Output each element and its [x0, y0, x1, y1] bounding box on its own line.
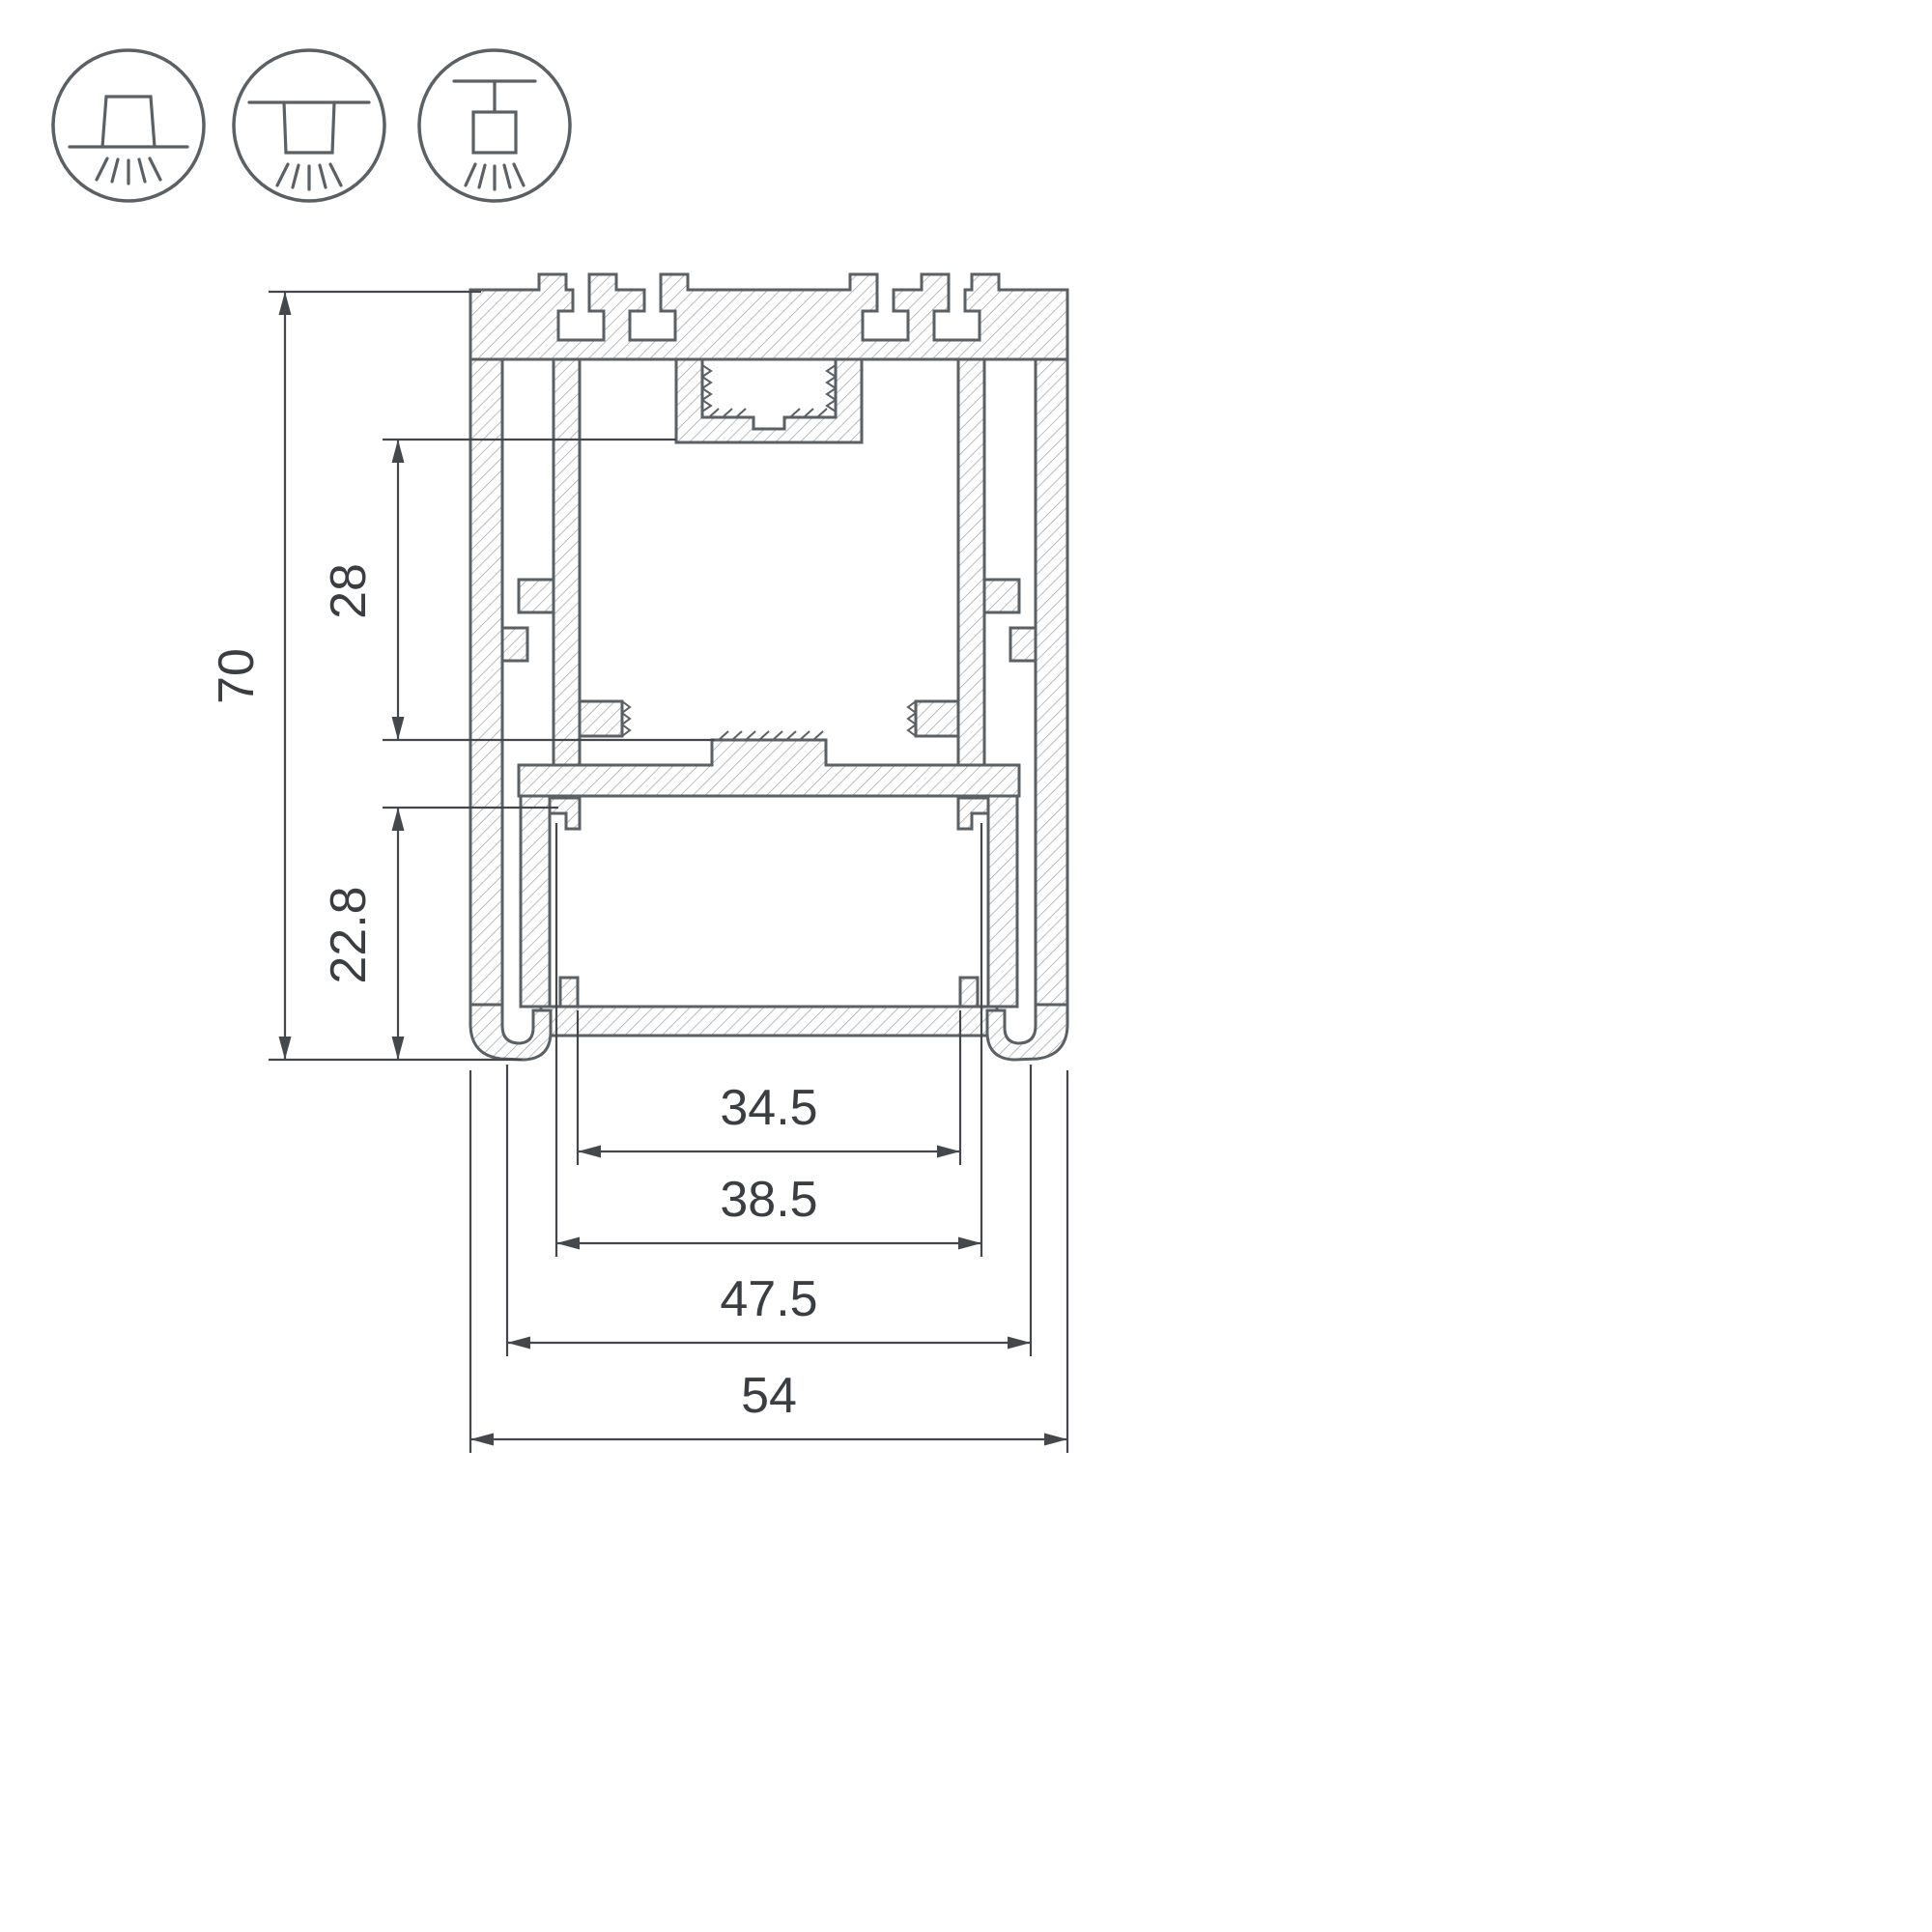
dim-total-width-label: 54: [741, 1368, 797, 1424]
led-lip-left: [548, 796, 582, 831]
dim-inner-width-label: 47.5: [720, 1271, 817, 1327]
dim-lower-chamber: 22.8: [321, 806, 558, 1060]
top-band: [469, 272, 1069, 361]
dimensions: 70 28 22.8 34.5: [209, 290, 1069, 1453]
serrated-tab-right: [914, 699, 960, 738]
arrowhead: [556, 1236, 580, 1250]
mount-icons: [51, 48, 572, 203]
dim-upper-chamber-label: 28: [321, 563, 377, 619]
arrowhead: [391, 440, 405, 463]
light-rays: [95, 156, 162, 185]
screw-thread-left: [700, 364, 713, 412]
dim-led-shelf-width-label: 38.5: [720, 1172, 817, 1228]
channel-wall-right: [986, 794, 1019, 1009]
dim-total-height-label: 70: [209, 648, 265, 704]
dim-inner-width: 47.5: [505, 1065, 1033, 1356]
bottom-hook-right: [985, 1003, 1069, 1062]
icon-circle: [417, 48, 572, 203]
arrowhead: [578, 1145, 601, 1158]
arrowhead: [391, 1037, 405, 1060]
fixture-box: [282, 100, 336, 155]
dim-inner-bottom-width: 34.5: [576, 1010, 962, 1165]
recessed-mount-icon: [51, 48, 206, 203]
floor-lip-right: [958, 976, 980, 1009]
bottom-hook-left: [469, 1003, 553, 1062]
dim-total-height: 70: [209, 290, 522, 1062]
arrowhead: [391, 717, 405, 740]
fixture-box: [100, 95, 156, 149]
inner-web-right: [956, 357, 986, 769]
screw-boss-channel: [674, 357, 864, 444]
channel-floor: [539, 1005, 999, 1037]
dim-led-shelf-width: 38.5: [554, 823, 983, 1257]
arrowhead: [958, 1236, 981, 1250]
icon-circle: [232, 48, 386, 203]
arrowhead: [1044, 1433, 1067, 1446]
tab-serration-left: [620, 700, 632, 737]
fixture-box: [471, 110, 518, 155]
floor-lip-left: [558, 976, 580, 1009]
boss-floor-knurl: [708, 408, 828, 418]
mid-shelf: [517, 738, 1021, 798]
arrowhead: [470, 1433, 494, 1446]
arrowhead: [391, 808, 405, 831]
profile-cross-section: [469, 272, 1069, 1062]
serrated-tab-left: [578, 699, 624, 738]
wall-ledge-right: [1009, 626, 1037, 663]
mid-tab-right: [982, 578, 1021, 614]
mid-tab-left: [517, 578, 555, 614]
shelf-knurl: [718, 730, 824, 741]
tab-serration-right: [906, 700, 918, 737]
dim-inner-bottom-width-label: 34.5: [720, 1080, 817, 1136]
wall-ledge-left: [500, 626, 529, 663]
arrowhead: [278, 1037, 292, 1060]
screw-thread-right: [825, 364, 838, 412]
led-lip-right: [956, 796, 990, 831]
pendant-mount-icon: [417, 48, 572, 203]
inner-web-left: [552, 357, 582, 769]
serration-details: [620, 364, 918, 741]
channel-wall-left: [519, 794, 552, 1009]
light-rays: [464, 162, 526, 191]
dim-total-width: 54: [469, 1070, 1069, 1453]
arrowhead: [278, 292, 292, 315]
surface-mount-icon: [232, 48, 386, 203]
dim-upper-chamber: 28: [321, 438, 715, 742]
icon-circle: [51, 48, 206, 203]
dim-lower-chamber-label: 22.8: [321, 886, 377, 983]
arrowhead: [1008, 1336, 1031, 1350]
outer-wall-right: [1034, 288, 1069, 1007]
arrowhead: [937, 1145, 960, 1158]
outer-wall-left: [469, 288, 504, 1007]
arrowhead: [507, 1336, 530, 1350]
light-rays: [275, 162, 343, 191]
